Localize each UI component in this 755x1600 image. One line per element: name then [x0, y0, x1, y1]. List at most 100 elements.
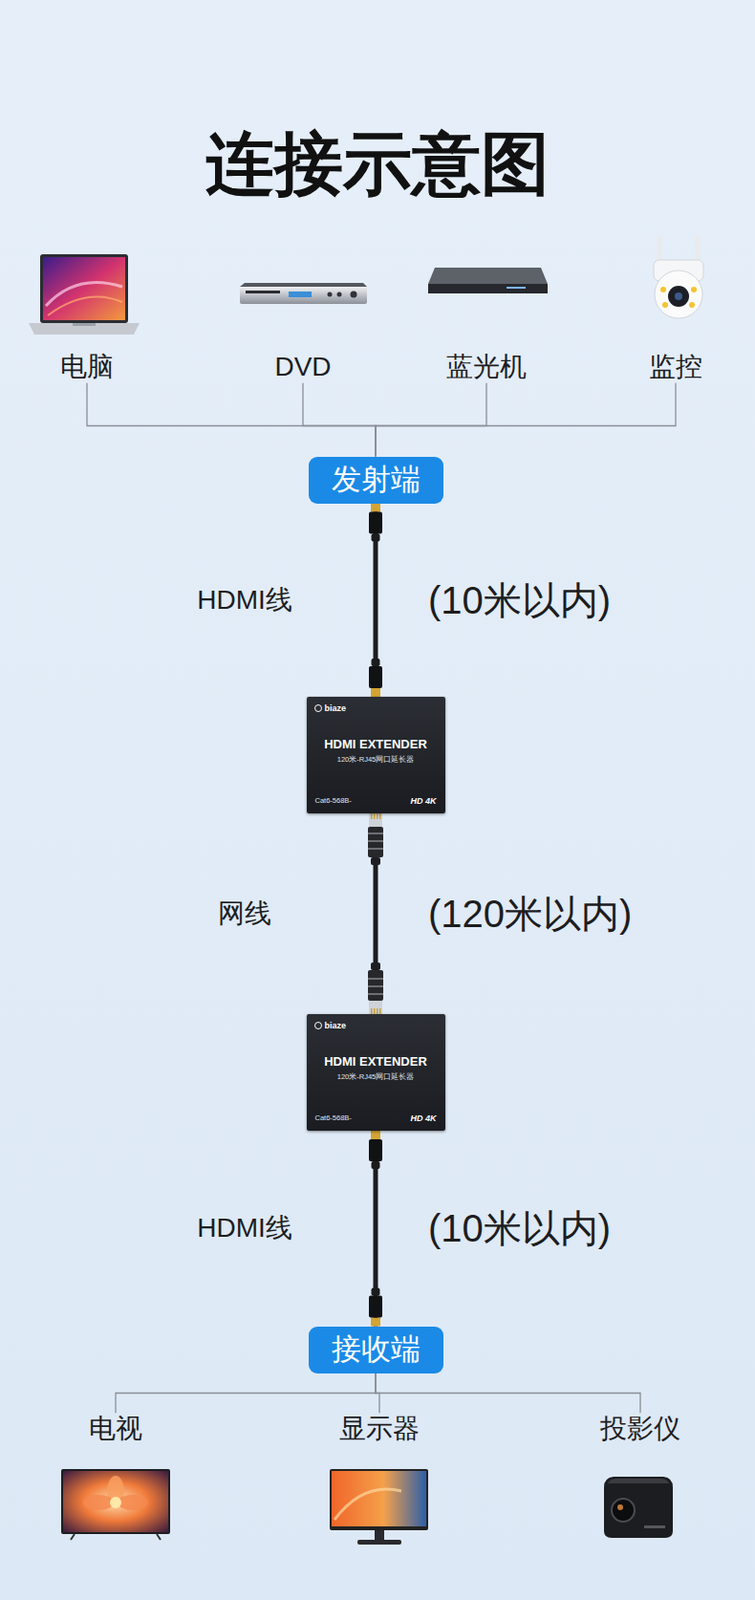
- hdmi-plug-housing: [368, 1139, 383, 1162]
- rj45-grip: [367, 977, 384, 980]
- device-label: 蓝光机: [446, 350, 527, 384]
- distance-note: (10米以内): [428, 577, 611, 624]
- node-text: 显示器: [339, 1412, 420, 1446]
- bracket-line: [86, 383, 376, 457]
- extender-print: HDMI EXTENDER: [323, 1054, 428, 1069]
- dvd-button: [327, 292, 333, 298]
- node-text: 发射端: [331, 463, 421, 497]
- bracket-line: [115, 1373, 376, 1414]
- projector-lens-glint: [617, 1504, 624, 1510]
- tv-feet: [70, 1533, 161, 1540]
- laptop-screen: [43, 257, 126, 321]
- rj45-contact: [379, 813, 382, 820]
- camera-led: [689, 302, 695, 308]
- rj45-grip: [367, 992, 384, 995]
- extender-print: 120米-RJ45网口延长器: [337, 1072, 415, 1082]
- hdmi-plug-tip: [370, 1317, 381, 1327]
- dvd-body: [239, 286, 367, 304]
- rj45-contact: [373, 813, 376, 820]
- laptop-base: [28, 323, 140, 335]
- rj45-plug-housing: [367, 826, 384, 858]
- device-label: DVD: [274, 350, 331, 384]
- hdmi-plug-tip: [370, 503, 381, 513]
- rj45-grip: [367, 832, 384, 835]
- node-text: 蓝光机: [446, 350, 527, 384]
- rj45-contact: [376, 813, 379, 820]
- bluray-front: [428, 283, 548, 294]
- device-label: 监控: [648, 350, 703, 384]
- hdmi-plug-housing: [368, 1295, 383, 1318]
- distance-note: (10米以内): [428, 1205, 611, 1252]
- cable-label: HDMI线: [196, 583, 293, 617]
- extender-print: HD 4K: [409, 796, 436, 806]
- tv-screen: [63, 1470, 169, 1532]
- tv-bezel: [61, 1468, 171, 1534]
- tv-petal: [83, 1494, 114, 1510]
- bluray-light: [506, 286, 526, 289]
- rj45-plug-housing: [367, 970, 384, 1001]
- laptop-wallpaper: [45, 282, 123, 307]
- extender-box: biazeHDMI EXTENDER 120米-RJ45网口延长器 Cat6-568…: [306, 1013, 446, 1131]
- rj45-grip: [367, 985, 384, 988]
- extender-print: biaze: [324, 1020, 347, 1031]
- rj45-plug-relief: [370, 962, 381, 971]
- extender-print: Cat6-568B-: [315, 1113, 352, 1122]
- rj45-plug-tip: [368, 813, 383, 827]
- projector-top: [607, 1478, 669, 1484]
- display-label: 电视: [88, 1412, 143, 1446]
- hdmi-plug-relief: [371, 1161, 381, 1169]
- rj45-plug-tip: [368, 1000, 383, 1014]
- node-text: 投影仪: [600, 1412, 681, 1446]
- hdmi-plug-housing: [368, 666, 383, 689]
- plug-group: [367, 503, 384, 1327]
- extender-print: 120米-RJ45网口延长器: [337, 755, 415, 765]
- endpoint-badge: 接收端: [308, 1326, 444, 1374]
- dvd-tray: [245, 290, 281, 294]
- projector-body: [604, 1476, 673, 1538]
- monitor-bezel: [329, 1468, 429, 1531]
- dvd-knob: [350, 291, 358, 299]
- camera-led: [660, 286, 667, 293]
- node-text: 监控: [648, 350, 703, 384]
- node-text: DVD: [274, 350, 331, 384]
- rj45-contact: [370, 813, 373, 820]
- tv-petal: [117, 1494, 149, 1510]
- extender-print: HD 4K: [409, 1113, 436, 1123]
- connector-group: [86, 383, 676, 1413]
- camera-lens: [668, 285, 690, 307]
- extender-print: HDMI EXTENDER: [323, 736, 428, 752]
- display-label: 显示器: [339, 1412, 420, 1446]
- dvd-button: [337, 292, 343, 298]
- bluray-top: [428, 267, 548, 284]
- cable-label: 网线: [217, 897, 272, 930]
- hdmi-plug-relief: [371, 1288, 381, 1296]
- bracket-line: [375, 383, 487, 457]
- device-label: 电脑: [60, 350, 114, 384]
- dvd-top: [239, 282, 367, 287]
- camera-led: [662, 302, 669, 308]
- rj45-grip: [367, 847, 384, 850]
- monitor-screen: [331, 1470, 427, 1527]
- tv-flower-center: [109, 1496, 122, 1509]
- laptop-wallpaper: [47, 296, 123, 316]
- display-label: 投影仪: [600, 1412, 681, 1446]
- bracket-line: [302, 383, 376, 457]
- hdmi-plug-housing: [368, 512, 383, 535]
- endpoint-badge: 发射端: [308, 456, 444, 504]
- extender-print: biaze: [324, 703, 347, 713]
- dvd-display: [288, 291, 312, 298]
- monitor-neck: [374, 1530, 385, 1541]
- projector-vent: [644, 1525, 666, 1529]
- hdmi-plug-tip: [370, 688, 381, 697]
- projector-lens: [611, 1498, 635, 1522]
- node-text: 接收端: [331, 1333, 421, 1366]
- bracket-line: [375, 1373, 641, 1414]
- rj45-grip: [367, 840, 384, 842]
- monitor-wallpaper: [334, 1488, 402, 1520]
- camera-lens-glass: [674, 292, 683, 301]
- cable-label: HDMI线: [196, 1211, 293, 1245]
- distance-note: (120米以内): [428, 890, 632, 937]
- laptop-notch: [72, 323, 96, 326]
- camera-dome: [654, 270, 703, 319]
- node-text: 电脑: [60, 350, 114, 384]
